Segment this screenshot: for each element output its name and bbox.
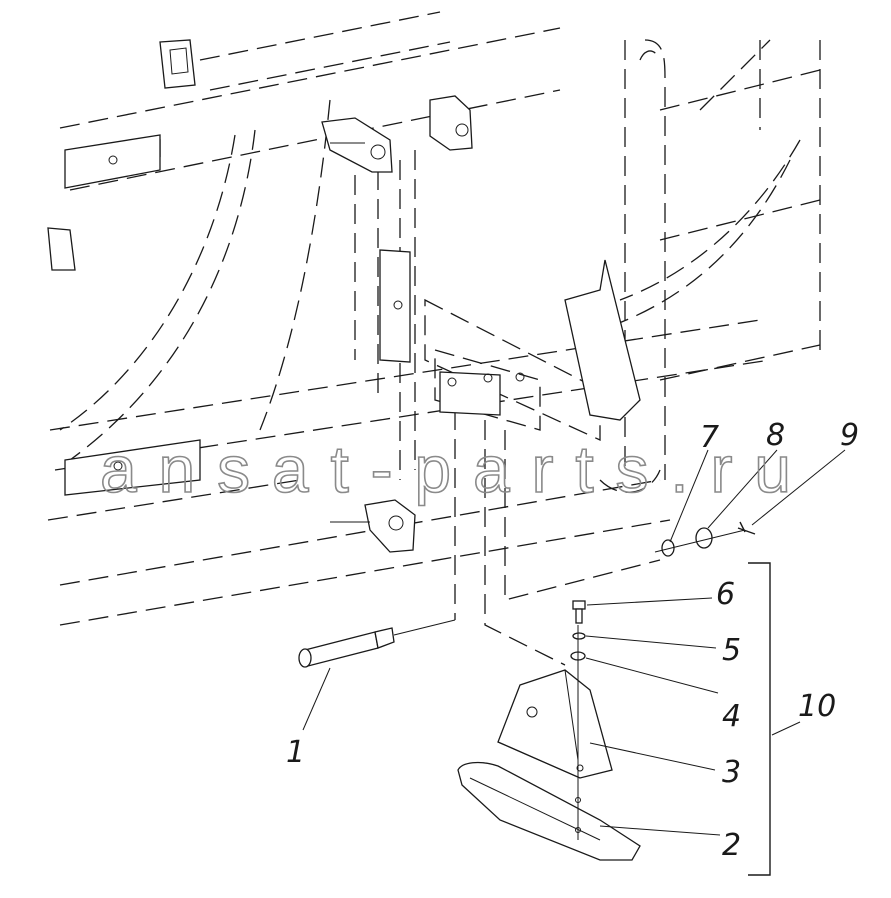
callout-2: 2 <box>722 828 741 863</box>
callout-3: 3 <box>722 755 741 790</box>
kit-bracket-10 <box>748 562 771 876</box>
frame-brackets <box>47 39 641 553</box>
callout-8: 8 <box>766 418 785 453</box>
fasteners <box>570 521 756 840</box>
callout-9: 9 <box>840 418 859 453</box>
callout-7: 7 <box>700 420 719 455</box>
part-1-pin <box>298 619 456 668</box>
part-3-bracket <box>497 669 613 779</box>
callout-1: 1 <box>286 735 305 770</box>
callout-4: 4 <box>722 699 741 734</box>
callouts: 1 2 3 4 5 6 7 8 9 10 <box>286 418 859 863</box>
callout-5: 5 <box>722 633 741 668</box>
part-2-skid <box>457 761 641 861</box>
leader-lines <box>302 449 846 836</box>
callout-6: 6 <box>716 577 735 612</box>
callout-10: 10 <box>798 689 836 724</box>
